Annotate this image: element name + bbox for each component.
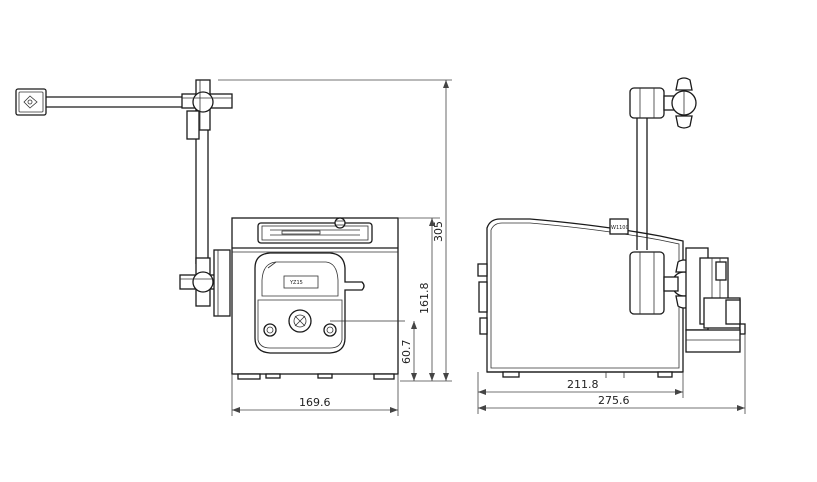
dim-width: 169.6 [299, 396, 331, 409]
stand-rod [195, 115, 209, 264]
dim-depth-total: 275.6 [598, 394, 630, 407]
dim-height-head: 161.8 [418, 283, 431, 315]
side-view: W1100 [477, 77, 746, 414]
front-dimensions: 305 161.8 60.7 169.6 [218, 79, 452, 416]
dim-height-lower: 60.7 [400, 340, 413, 365]
head-display-text: YZ15 [289, 280, 303, 286]
lower-cross-clamp [179, 249, 231, 317]
upper-cross-clamp [181, 79, 233, 140]
side-plate-label: W1100 [611, 225, 629, 231]
pump-head-side [629, 247, 746, 353]
pump-head: YZ15 [254, 252, 405, 354]
stand-rod-side [629, 77, 697, 250]
dim-height-total: 305 [432, 221, 445, 242]
stand-arm [15, 88, 182, 116]
dim-depth-body: 211.8 [567, 378, 599, 391]
front-view: YZ15 305 16 [15, 79, 452, 416]
side-dimensions: 211.8 275.6 [477, 334, 746, 414]
